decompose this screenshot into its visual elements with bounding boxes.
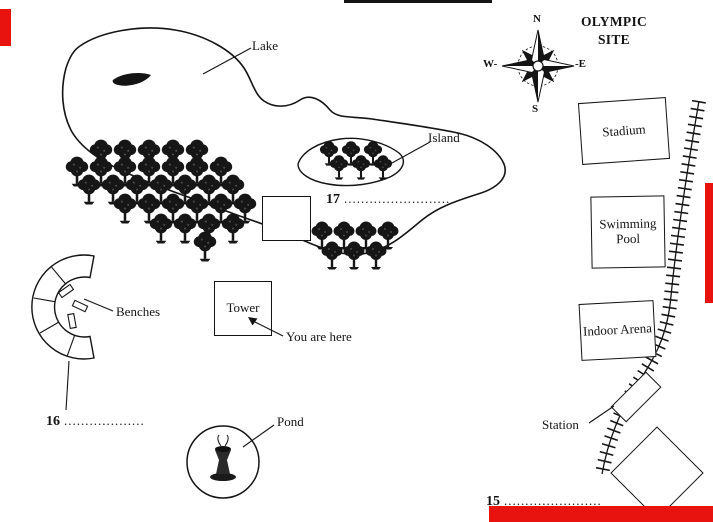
- bench-icon: [71, 299, 89, 313]
- tree-icon: [113, 193, 137, 224]
- pond-connector-line: [242, 424, 275, 448]
- tree-icon: [221, 213, 245, 244]
- island-shape: [297, 137, 405, 187]
- indoor-arena-label: Indoor Arena: [582, 320, 653, 339]
- swimming-pool-label: Swimming Pool: [599, 215, 657, 247]
- tree-icon: [137, 193, 161, 224]
- tree-icon: [137, 156, 161, 187]
- question-17: 17 .........................: [326, 190, 450, 208]
- compass-west-label: W-: [483, 58, 498, 70]
- stadium-building: Stadium: [577, 97, 671, 165]
- compass-rose-icon: [501, 29, 575, 103]
- swimming-pool-building: Swimming Pool: [590, 195, 666, 269]
- tree-icon: [343, 241, 365, 270]
- tree-icon: [173, 213, 197, 244]
- tower-label: Tower: [226, 300, 260, 316]
- tree-icon: [365, 241, 387, 270]
- tree-icon: [173, 174, 197, 205]
- tree-icon: [341, 141, 361, 166]
- tree-icon: [233, 193, 257, 224]
- island-label: Island: [428, 130, 460, 145]
- tree-icon: [209, 193, 233, 224]
- tree-icon: [101, 174, 125, 205]
- indoor-arena-building: Indoor Arena: [578, 300, 657, 361]
- boat-icon: [112, 72, 151, 86]
- page-title: OLYMPIC SITE: [580, 14, 648, 48]
- tree-icon: [185, 193, 209, 224]
- question-15-blank: .......................: [504, 493, 602, 508]
- question-17-blank: .........................: [344, 191, 451, 206]
- island-connector-line: [391, 141, 431, 164]
- tree-icon: [355, 221, 377, 250]
- tree-icon: [329, 155, 349, 180]
- tree-icon: [125, 174, 149, 205]
- compass-east-label: -E: [575, 58, 586, 70]
- tree-icon: [185, 139, 209, 170]
- red-mark-bottom: [489, 506, 713, 522]
- station-connector-line: [588, 405, 615, 424]
- tree-icon: [321, 241, 343, 270]
- scan-artifact-line: [344, 0, 492, 3]
- answer-17-box: [262, 196, 311, 241]
- tree-icon: [363, 141, 383, 166]
- lake-connector-line: [202, 47, 252, 75]
- question-16-number: 16: [46, 414, 60, 429]
- red-mark-top-left: [0, 9, 11, 46]
- tree-icon: [137, 139, 161, 170]
- tree-icon: [185, 156, 209, 187]
- station-building: [610, 371, 662, 423]
- tree-icon: [149, 174, 173, 205]
- you-are-here-label: You are here: [286, 329, 352, 344]
- benches-label: Benches: [116, 304, 161, 319]
- question-17-number: 17: [326, 192, 340, 207]
- tree-icon: [351, 155, 371, 180]
- red-mark-right: [705, 183, 713, 303]
- tree-icon: [377, 221, 399, 250]
- pond-shape: [186, 425, 260, 499]
- tree-icon: [161, 193, 185, 224]
- benches-connector-line: [83, 298, 114, 312]
- tree-icon: [311, 221, 333, 250]
- station-label: Station: [542, 417, 579, 432]
- tree-icon: [197, 213, 221, 244]
- question-15: 15 .......................: [486, 492, 602, 510]
- tree-icon: [319, 141, 339, 166]
- tree-icon: [209, 156, 233, 187]
- question-15-number: 15: [486, 494, 500, 509]
- question-16-blank: ...................: [64, 413, 145, 428]
- pond-label: Pond: [277, 414, 304, 429]
- question-16: 16 ...................: [46, 412, 145, 430]
- tower-building: Tower: [214, 281, 272, 336]
- compass-south-label: S: [532, 103, 539, 115]
- stadium-label: Stadium: [601, 121, 647, 140]
- lake-label: Lake: [252, 38, 278, 53]
- tree-icon: [65, 156, 89, 187]
- benches-structure: [31, 254, 95, 360]
- tree-icon: [113, 156, 137, 187]
- tree-icon: [373, 155, 393, 180]
- compass-north-label: N: [533, 13, 541, 25]
- tree-icon: [333, 221, 355, 250]
- fountain-icon: [210, 434, 236, 481]
- tree-icon: [193, 231, 217, 262]
- tree-icon: [197, 174, 221, 205]
- tree-icon: [161, 139, 185, 170]
- tree-icon: [89, 156, 113, 187]
- tree-icon: [77, 174, 101, 205]
- tree-icon: [149, 213, 173, 244]
- tree-icon: [221, 174, 245, 205]
- tree-icon: [161, 156, 185, 187]
- bench-icon: [57, 283, 75, 299]
- bench-icon: [67, 312, 77, 330]
- q16-connector-line: [65, 360, 70, 411]
- tree-icon: [89, 139, 113, 170]
- tree-icon: [113, 139, 137, 170]
